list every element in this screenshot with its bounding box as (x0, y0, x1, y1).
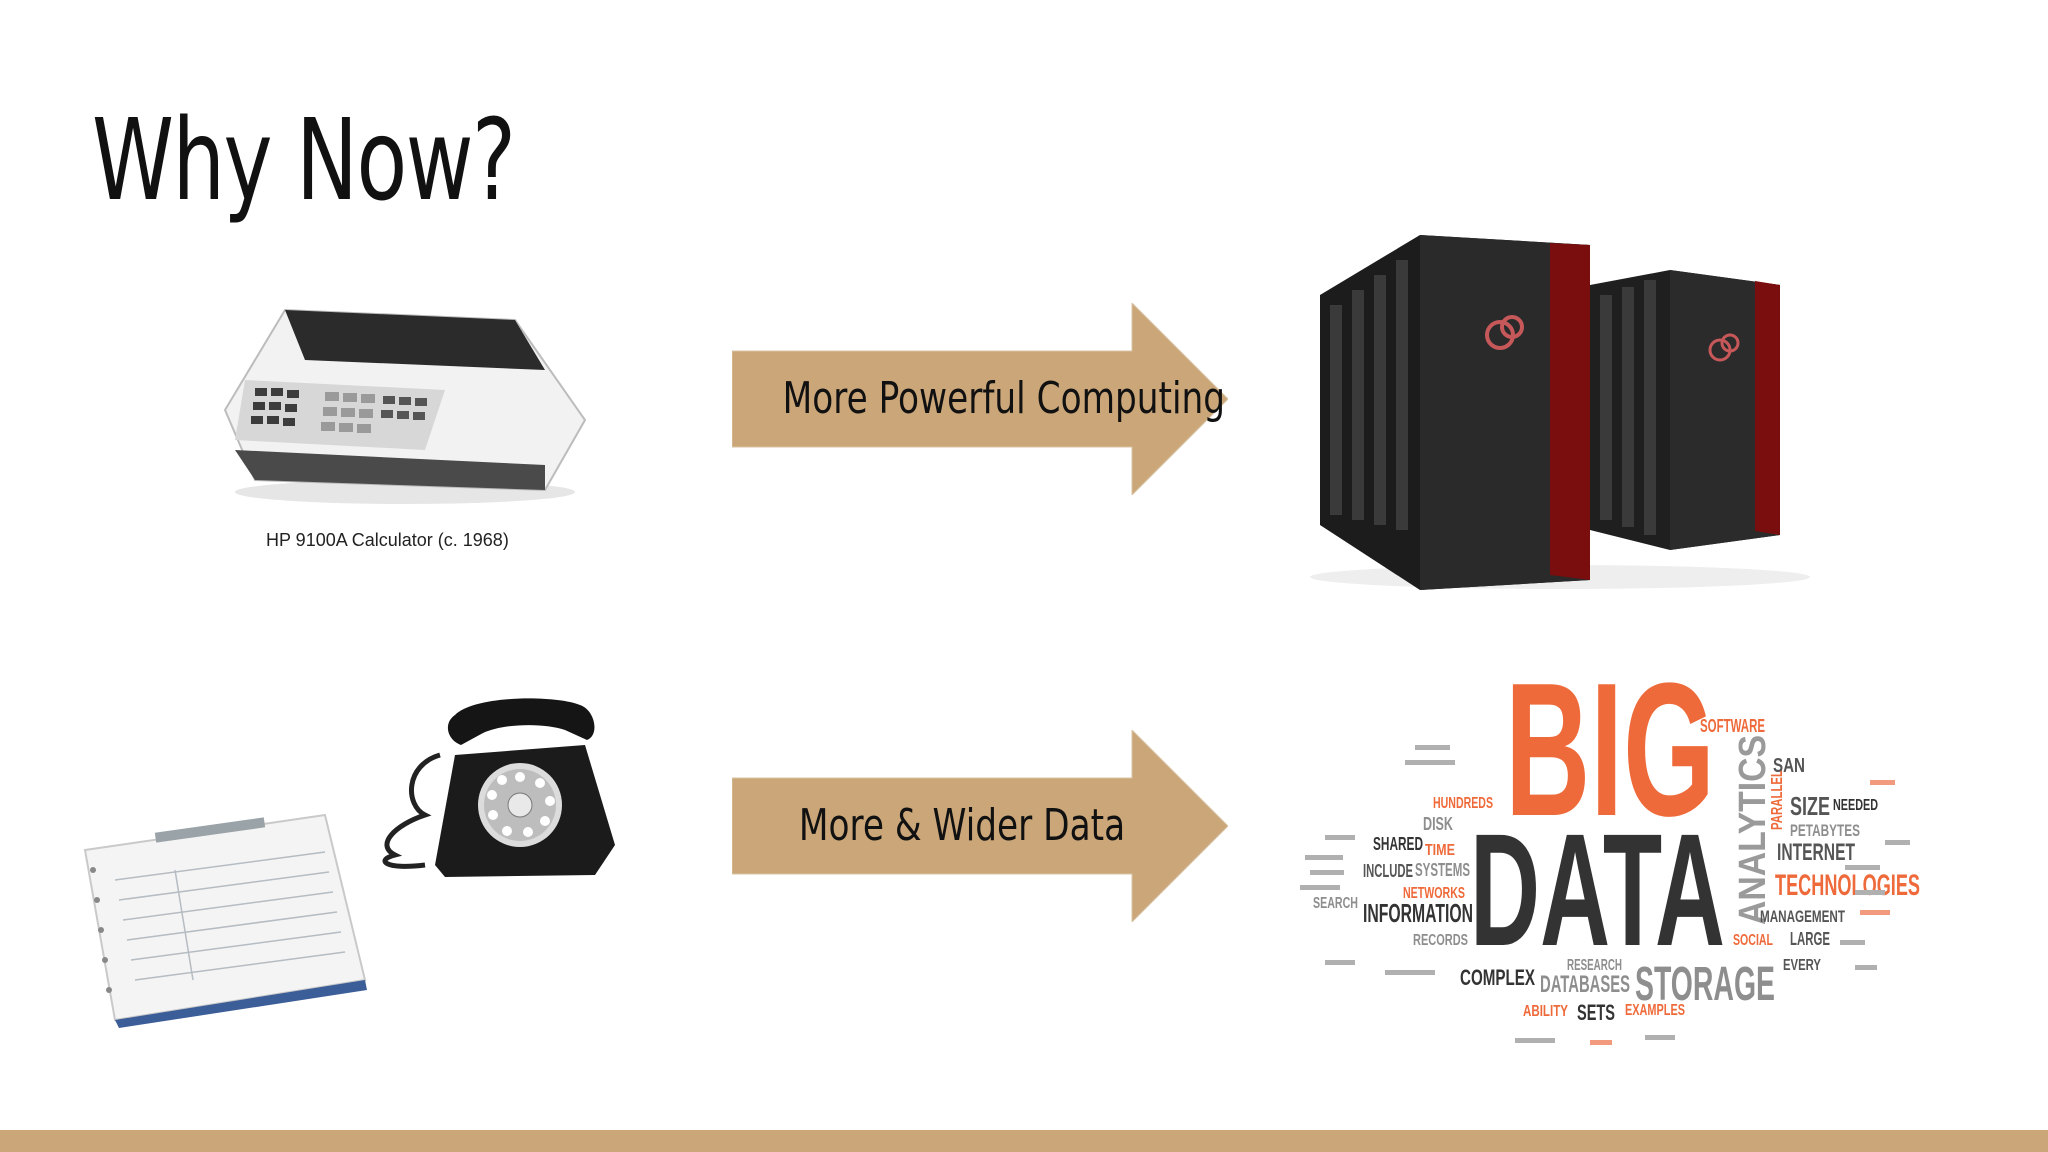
wordcloud-storage: STORAGE (1635, 958, 1775, 1011)
wordcloud-search: SEARCH (1313, 895, 1358, 912)
wordcloud-hundreds: HUNDREDS (1433, 795, 1493, 812)
wordcloud-every: EVERY (1783, 957, 1821, 974)
wordcloud-large: LARGE (1790, 929, 1830, 949)
wordcloud-networks: NETWORKS (1403, 885, 1465, 902)
wordcloud-management: MANAGEMENT (1760, 907, 1845, 926)
wordcloud-petabytes: PETABYTES (1790, 821, 1860, 840)
wordcloud-analytics: ANALYTICS (1732, 735, 1774, 925)
arrow-more-wider-data: More & Wider Data (732, 730, 1228, 922)
slide-title: Why Now? (92, 96, 516, 226)
wordcloud-needed: NEEDED (1833, 797, 1878, 814)
wordcloud-disk: DISK (1423, 814, 1453, 834)
wordcloud-parallel: PARALLEL (1769, 770, 1786, 830)
arrow-label-data: More & Wider Data (798, 800, 1126, 851)
wordcloud-databases: DATABASES (1540, 971, 1630, 998)
wordcloud-include: INCLUDE (1363, 861, 1413, 881)
paper-forms-image (83, 813, 367, 1028)
wordcloud-big: BIG (1505, 644, 1715, 856)
wordcloud-research: RESEARCH (1567, 957, 1622, 974)
wordcloud-technologies: TECHNOLOGIES (1775, 869, 1920, 902)
calculator-caption: HP 9100A Calculator (c. 1968) (266, 530, 509, 550)
server-racks-image (1310, 235, 1810, 590)
wordcloud-san: SAN (1773, 755, 1805, 777)
wordcloud-size: SIZE (1790, 791, 1830, 821)
wordcloud-complex: COMPLEX (1460, 965, 1535, 990)
arrow-more-powerful-computing: More Powerful Computing (732, 303, 1228, 495)
wordcloud-information: INFORMATION (1363, 898, 1473, 928)
wordcloud-examples: EXAMPLES (1625, 1002, 1685, 1019)
wordcloud-systems: SYSTEMS (1415, 860, 1470, 880)
wordcloud-records: RECORDS (1413, 932, 1468, 949)
wordcloud-sets: SETS (1577, 1000, 1615, 1025)
wordcloud-software: SOFTWARE (1700, 716, 1765, 736)
wordcloud-ability: ABILITY (1523, 1003, 1568, 1020)
wordcloud-internet: INTERNET (1777, 839, 1855, 866)
wordcloud-time: TIME (1425, 842, 1455, 859)
wordcloud-shared: SHARED (1373, 834, 1423, 854)
footer-accent-bar (0, 1130, 2048, 1152)
rotary-telephone-image (382, 698, 615, 877)
wordcloud-data: DATA (1470, 800, 1725, 979)
calculator-image (223, 308, 587, 504)
arrow-label-computing: More Powerful Computing (782, 373, 1226, 424)
wordcloud-social: SOCIAL (1733, 932, 1773, 949)
big-data-wordcloud-image: BIG DATA ANALYTICS STORAGE TECHNOLOGIES … (1300, 644, 1920, 1045)
